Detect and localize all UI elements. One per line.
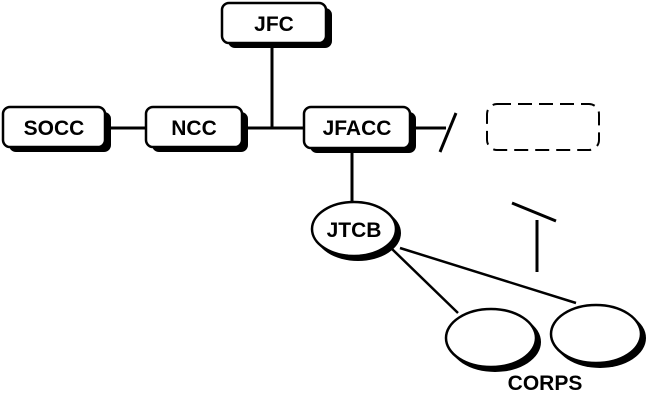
break-slash-lower [511, 201, 557, 223]
jfacc-node: JFACC [302, 105, 416, 153]
unlabeled-dashed-node [486, 103, 600, 151]
ncc-node: NCC [144, 105, 248, 152]
corps-node-left [444, 307, 541, 372]
jfacc-label: JFACC [323, 117, 392, 140]
socc-node: SOCC [1, 105, 111, 152]
break-slash-upper [438, 112, 458, 153]
corps-caption: CORPS [508, 372, 583, 395]
socc-label: SOCC [24, 117, 85, 140]
connectors [106, 44, 577, 314]
ncc-label: NCC [171, 117, 217, 140]
jtcb-node: JTCB [310, 200, 401, 261]
jtcb-corps-right-connector [399, 246, 577, 305]
jfc-label: JFC [254, 13, 294, 36]
jtcb-corps-left-connector [391, 248, 459, 314]
jtcb-label: JTCB [327, 219, 382, 242]
corps-node-right [549, 303, 646, 368]
jfc-node: JFC [220, 1, 332, 48]
